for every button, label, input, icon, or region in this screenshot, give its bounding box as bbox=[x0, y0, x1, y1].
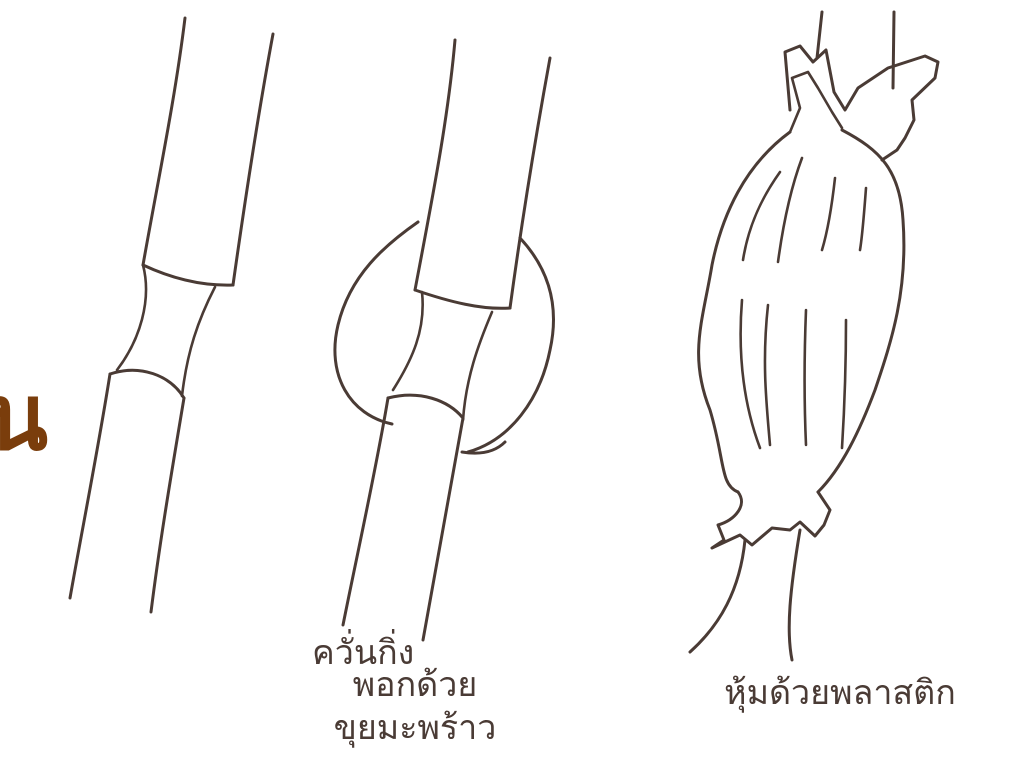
plastic-wrinkle-7 bbox=[805, 310, 807, 445]
branch-2-lower-left-edge bbox=[343, 398, 388, 625]
branch-2-ring-top-cut bbox=[415, 290, 510, 308]
branch-3-bottom-right-edge bbox=[789, 530, 800, 660]
branch-2-upper-left-edge bbox=[415, 40, 455, 290]
plastic-wrinkle-8 bbox=[842, 320, 846, 448]
branch-3-bottom-left-edge bbox=[690, 540, 745, 652]
caption-coir-wrap-line-2: ขุยมะพร้าว bbox=[320, 707, 510, 750]
branch-3-top-right-edge bbox=[893, 12, 894, 88]
plastic-wrinkle-1 bbox=[743, 172, 780, 260]
caption-coir-wrap-line-1: พอกด้วย bbox=[320, 664, 510, 707]
branch-2-girdle-right-edge bbox=[463, 312, 492, 420]
branch-1-girdle-right-edge bbox=[182, 287, 215, 396]
plastic-wrinkle-6 bbox=[765, 305, 770, 445]
branch-1-ring-bottom-cut bbox=[110, 370, 184, 398]
plastic-wrinkle-4 bbox=[860, 188, 866, 250]
branch-2-girdle-left-edge bbox=[393, 292, 423, 390]
caption-plastic-wrap-text: หุ้มด้วยพลาสติก bbox=[680, 672, 1000, 715]
coir-ball-right bbox=[468, 238, 553, 452]
coir-ball-left bbox=[335, 222, 418, 424]
branch-1-upper-right-edge bbox=[233, 34, 273, 285]
girdled-branch-illustration bbox=[70, 18, 273, 612]
plastic-wrinkle-5 bbox=[741, 300, 760, 448]
plastic-wrinkle-2 bbox=[778, 158, 802, 262]
branch-1-girdle-left-edge bbox=[117, 265, 146, 370]
branch-1-ring-top-cut bbox=[143, 265, 233, 285]
branch-1-lower-right-edge bbox=[151, 398, 184, 612]
plastic-wrinkle-3 bbox=[822, 178, 835, 250]
branch-3-top-left-edge bbox=[817, 12, 822, 58]
branch-2-lower-right-edge bbox=[423, 418, 463, 640]
plastic-bottom-tie bbox=[712, 492, 830, 548]
branch-1-upper-left-edge bbox=[143, 18, 185, 265]
coir-wrapped-branch-illustration bbox=[335, 40, 554, 640]
plastic-top-tie-inner bbox=[790, 72, 842, 132]
plastic-wrapped-branch-illustration bbox=[690, 12, 938, 660]
plastic-bag-outline-left bbox=[699, 132, 790, 492]
branch-1-lower-left-edge bbox=[70, 374, 110, 598]
caption-coir-wrap: พอกด้วย ขุยมะพร้าว bbox=[320, 664, 510, 749]
caption-plastic-wrap: หุ้มด้วยพลาสติก bbox=[680, 672, 1000, 715]
branch-2-ring-bottom-cut bbox=[388, 395, 463, 418]
plastic-bag-outline-right bbox=[818, 130, 904, 492]
